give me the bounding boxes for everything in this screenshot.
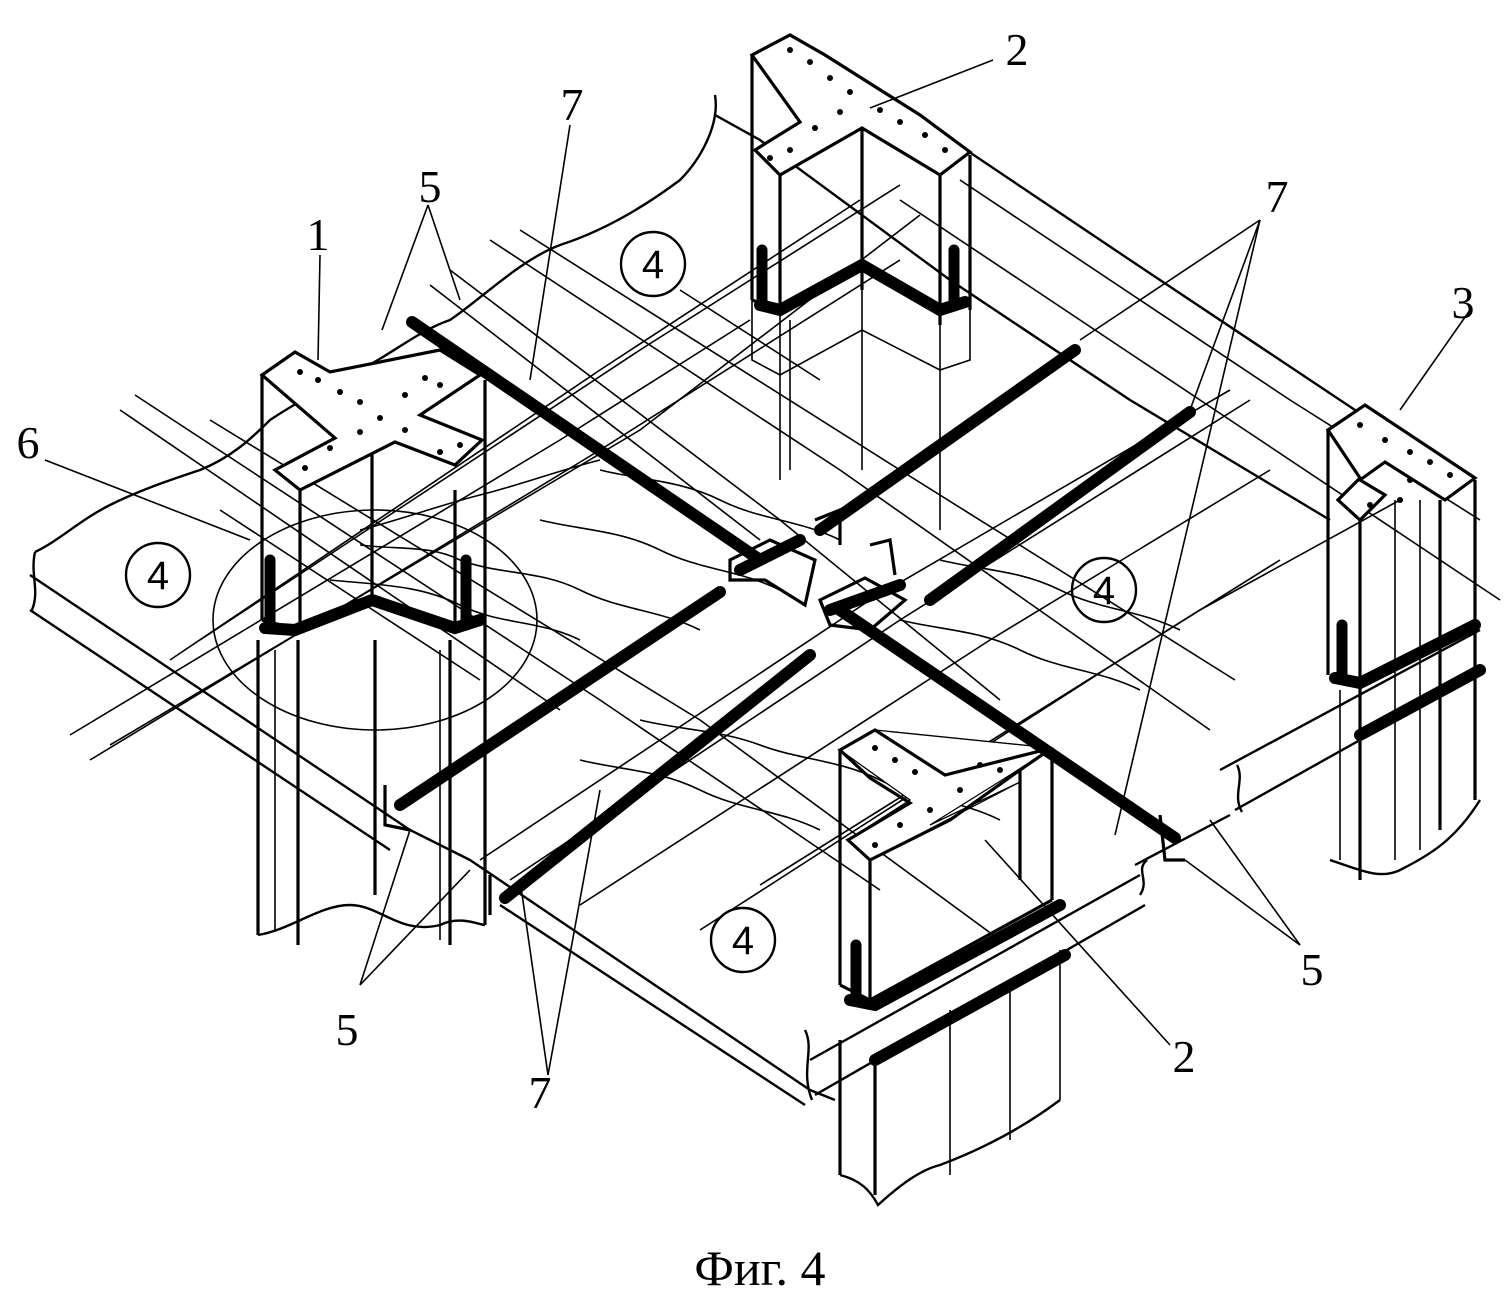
zone-label: 4 — [732, 919, 754, 963]
label-6: 6 — [17, 417, 40, 468]
column-2-bottom — [837, 728, 1071, 1207]
column-2-top — [749, 33, 973, 530]
label-7-right: 7 — [1266, 171, 1289, 222]
label-5-bottom-left: 5 — [336, 1004, 359, 1055]
label-3: 3 — [1452, 277, 1475, 328]
label-1: 1 — [307, 209, 330, 260]
zone-label: 4 — [147, 554, 169, 598]
reference-labels: 1 2 2 3 5 5 5 6 7 7 7 — [17, 24, 1475, 1118]
label-5-top: 5 — [419, 161, 442, 212]
label-5-bottom-right: 5 — [1301, 944, 1324, 995]
zone-label: 4 — [1093, 569, 1115, 613]
column-3 — [1325, 403, 1486, 880]
zone-marker-4-top: 4 — [619, 230, 687, 298]
label-7-top: 7 — [561, 79, 584, 130]
floor-slab — [29, 91, 1486, 1107]
main-rebars — [383, 316, 1196, 915]
label-2-top: 2 — [1006, 24, 1029, 75]
figure-caption: Фиг. 4 — [694, 1240, 825, 1296]
label-2-bottom: 2 — [1173, 1031, 1196, 1082]
column-1 — [256, 348, 487, 945]
zone-marker-4-right: 4 — [1070, 556, 1138, 624]
leader-lines — [44, 59, 1471, 1076]
slab-lines — [69, 179, 1501, 941]
zone-marker-4-bottom: 4 — [709, 906, 777, 974]
label-7-bottom: 7 — [529, 1067, 552, 1118]
zone-markers: 4 4 4 4 — [124, 230, 1138, 974]
zone-marker-4-left: 4 — [124, 541, 192, 609]
zone-label: 4 — [642, 243, 664, 287]
